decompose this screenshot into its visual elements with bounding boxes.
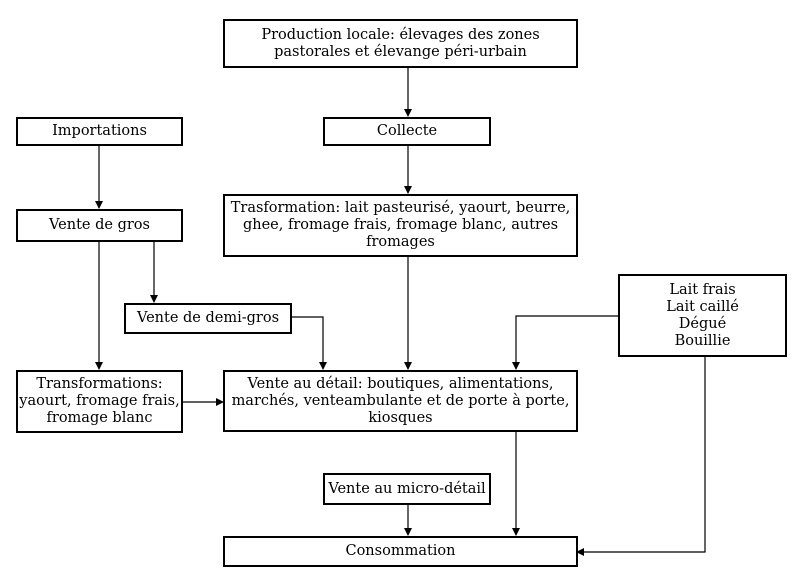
box-vente-au-detail: Vente au détail: boutiques, alimentation…	[223, 370, 578, 432]
box-collecte: Collecte	[323, 117, 491, 146]
box-text: fromages	[366, 234, 435, 250]
box-text: Production locale: élevages des zones	[261, 26, 540, 43]
box-text: marchés, venteambulante et de porte à po…	[231, 392, 570, 409]
box-trasformation: Trasformation: lait pasteurisé, yaourt, …	[223, 194, 578, 257]
box-vente-de-demi-gros: Vente de demi-gros	[124, 303, 292, 334]
box-text: ghee, fromage frais, fromage blanc, autr…	[242, 217, 559, 233]
box-vente-au-micro-detail: Vente au micro-détail	[323, 473, 491, 505]
box-importations: Importations	[16, 117, 183, 146]
box-text: Lait caillé	[666, 298, 739, 315]
box-text: Transformations:	[36, 376, 163, 392]
box-text: Trasformation: lait pasteurisé, yaourt, …	[230, 200, 571, 216]
arrow-laitfrais-detail	[512, 315, 618, 370]
box-text: Vente au micro-détail	[328, 480, 486, 497]
box-transformations: Transformations: yaourt, fromage frais, …	[16, 370, 183, 433]
box-consommation: Consommation	[223, 536, 578, 567]
box-text: Vente au détail: boutiques, alimentation…	[247, 375, 554, 392]
box-text: pastorales et élevange péri-urbain	[274, 43, 527, 60]
box-vente-de-gros: Vente de gros	[16, 209, 183, 242]
box-text: kiosques	[368, 409, 433, 426]
box-text: Consommation	[345, 543, 456, 559]
box-text: Dégué	[678, 315, 727, 332]
box-text: fromage blanc	[46, 410, 153, 426]
arrow-demigros-detail	[292, 316, 327, 370]
box-lait-frais: Lait frais Lait caillé Dégué Bouillie	[618, 274, 787, 357]
box-text: Vente de gros	[49, 217, 150, 233]
box-text: yaourt, fromage frais,	[19, 393, 180, 409]
box-text: Importations	[52, 123, 147, 139]
box-text: Collecte	[376, 123, 438, 139]
box-text: Vente de demi-gros	[136, 310, 280, 326]
box-production-locale: Production locale: élevages des zones pa…	[223, 19, 578, 68]
box-text: Lait frais	[669, 281, 736, 298]
box-text: Bouillie	[674, 332, 731, 349]
arrow-laitfrais-consommation	[576, 357, 706, 556]
